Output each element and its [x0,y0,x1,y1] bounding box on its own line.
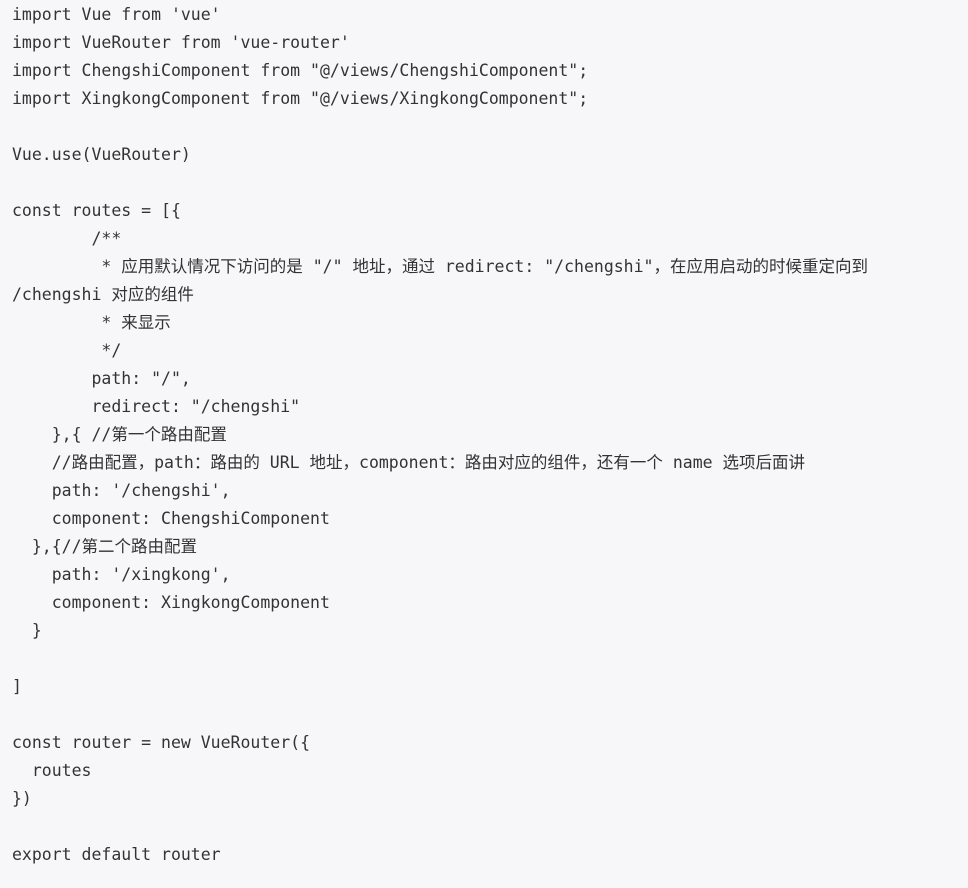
code-line-8: const routes = [{ [12,201,181,220]
code-line-19: component: ChengshiComponent [12,509,330,528]
code-line-3: import ChengshiComponent from "@/views/C… [12,61,589,80]
code-line-14: path: "/", [12,369,191,388]
code-line-4: import XingkongComponent from "@/views/X… [12,89,589,108]
code-line-5 [12,113,968,141]
code-line-18: path: '/chengshi', [12,481,231,500]
code-line-9: /** [12,229,122,248]
code-line-22: component: XingkongComponent [12,593,330,612]
code-line-12: * 来显示 [12,313,171,332]
code-line-17: //路由配置，path：路由的 URL 地址，component：路由对应的组件… [12,453,806,472]
code-line-31: export default router [12,845,221,864]
code-line-6: Vue.use(VueRouter) [12,145,191,164]
code-line-21: path: '/xingkong', [12,565,231,584]
code-line-27: const router = new VueRouter({ [12,733,311,752]
code-line-29: }) [12,789,32,808]
code-line-16: },{ //第一个路由配置 [12,425,227,444]
code-line-26 [12,701,968,729]
code-line-7 [12,169,968,197]
code-line-11: /chengshi 对应的组件 [12,285,194,304]
code-line-13: */ [12,341,122,360]
code-line-28: routes [12,761,92,780]
code-line-30 [12,813,968,841]
code-line-1: import Vue from 'vue' [12,5,221,24]
code-line-15: redirect: "/chengshi" [12,397,301,416]
code-line-24 [12,645,968,673]
code-line-25: ] [12,677,22,696]
code-line-20: },{//第二个路由配置 [12,537,198,556]
code-line-23: } [12,621,42,640]
code-line-10: * 应用默认情况下访问的是 "/" 地址，通过 redirect: "/chen… [12,257,868,276]
code-line-2: import VueRouter from 'vue-router' [12,33,350,52]
